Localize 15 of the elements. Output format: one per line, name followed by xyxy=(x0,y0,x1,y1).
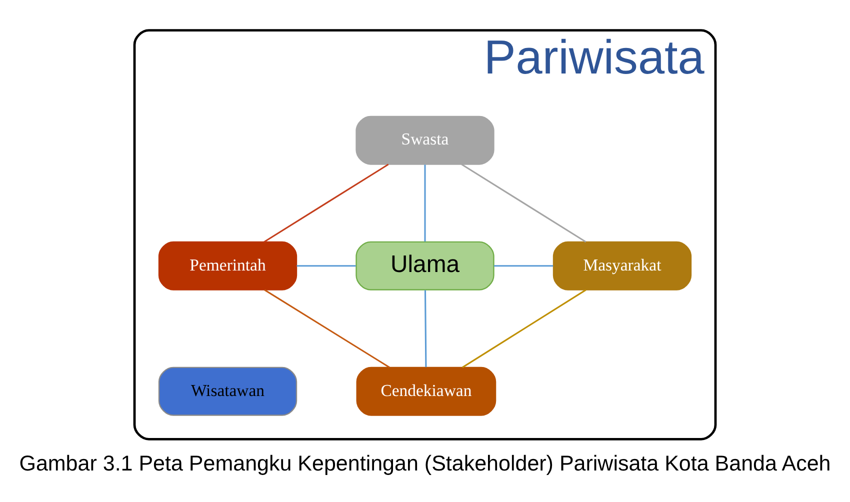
node-box: Ulama xyxy=(356,240,494,290)
connector xyxy=(494,264,554,266)
connector xyxy=(296,264,356,266)
node-box: Cendekiawan xyxy=(356,366,496,416)
node-box: Swasta xyxy=(356,115,494,164)
node-box: Wisatawan xyxy=(158,366,298,416)
connector xyxy=(461,163,586,242)
connector xyxy=(462,288,586,368)
connector xyxy=(424,164,426,242)
connector xyxy=(264,288,390,368)
connector xyxy=(424,290,427,367)
connector xyxy=(264,163,389,242)
node-box: Masyarakat xyxy=(552,240,692,290)
node-box: Pemerintah xyxy=(158,240,298,290)
caption: Gambar 3.1 Peta Pemangku Kepentingan (Stakeholder) Pariwisata Kota Banda Aceh xyxy=(19,451,831,476)
